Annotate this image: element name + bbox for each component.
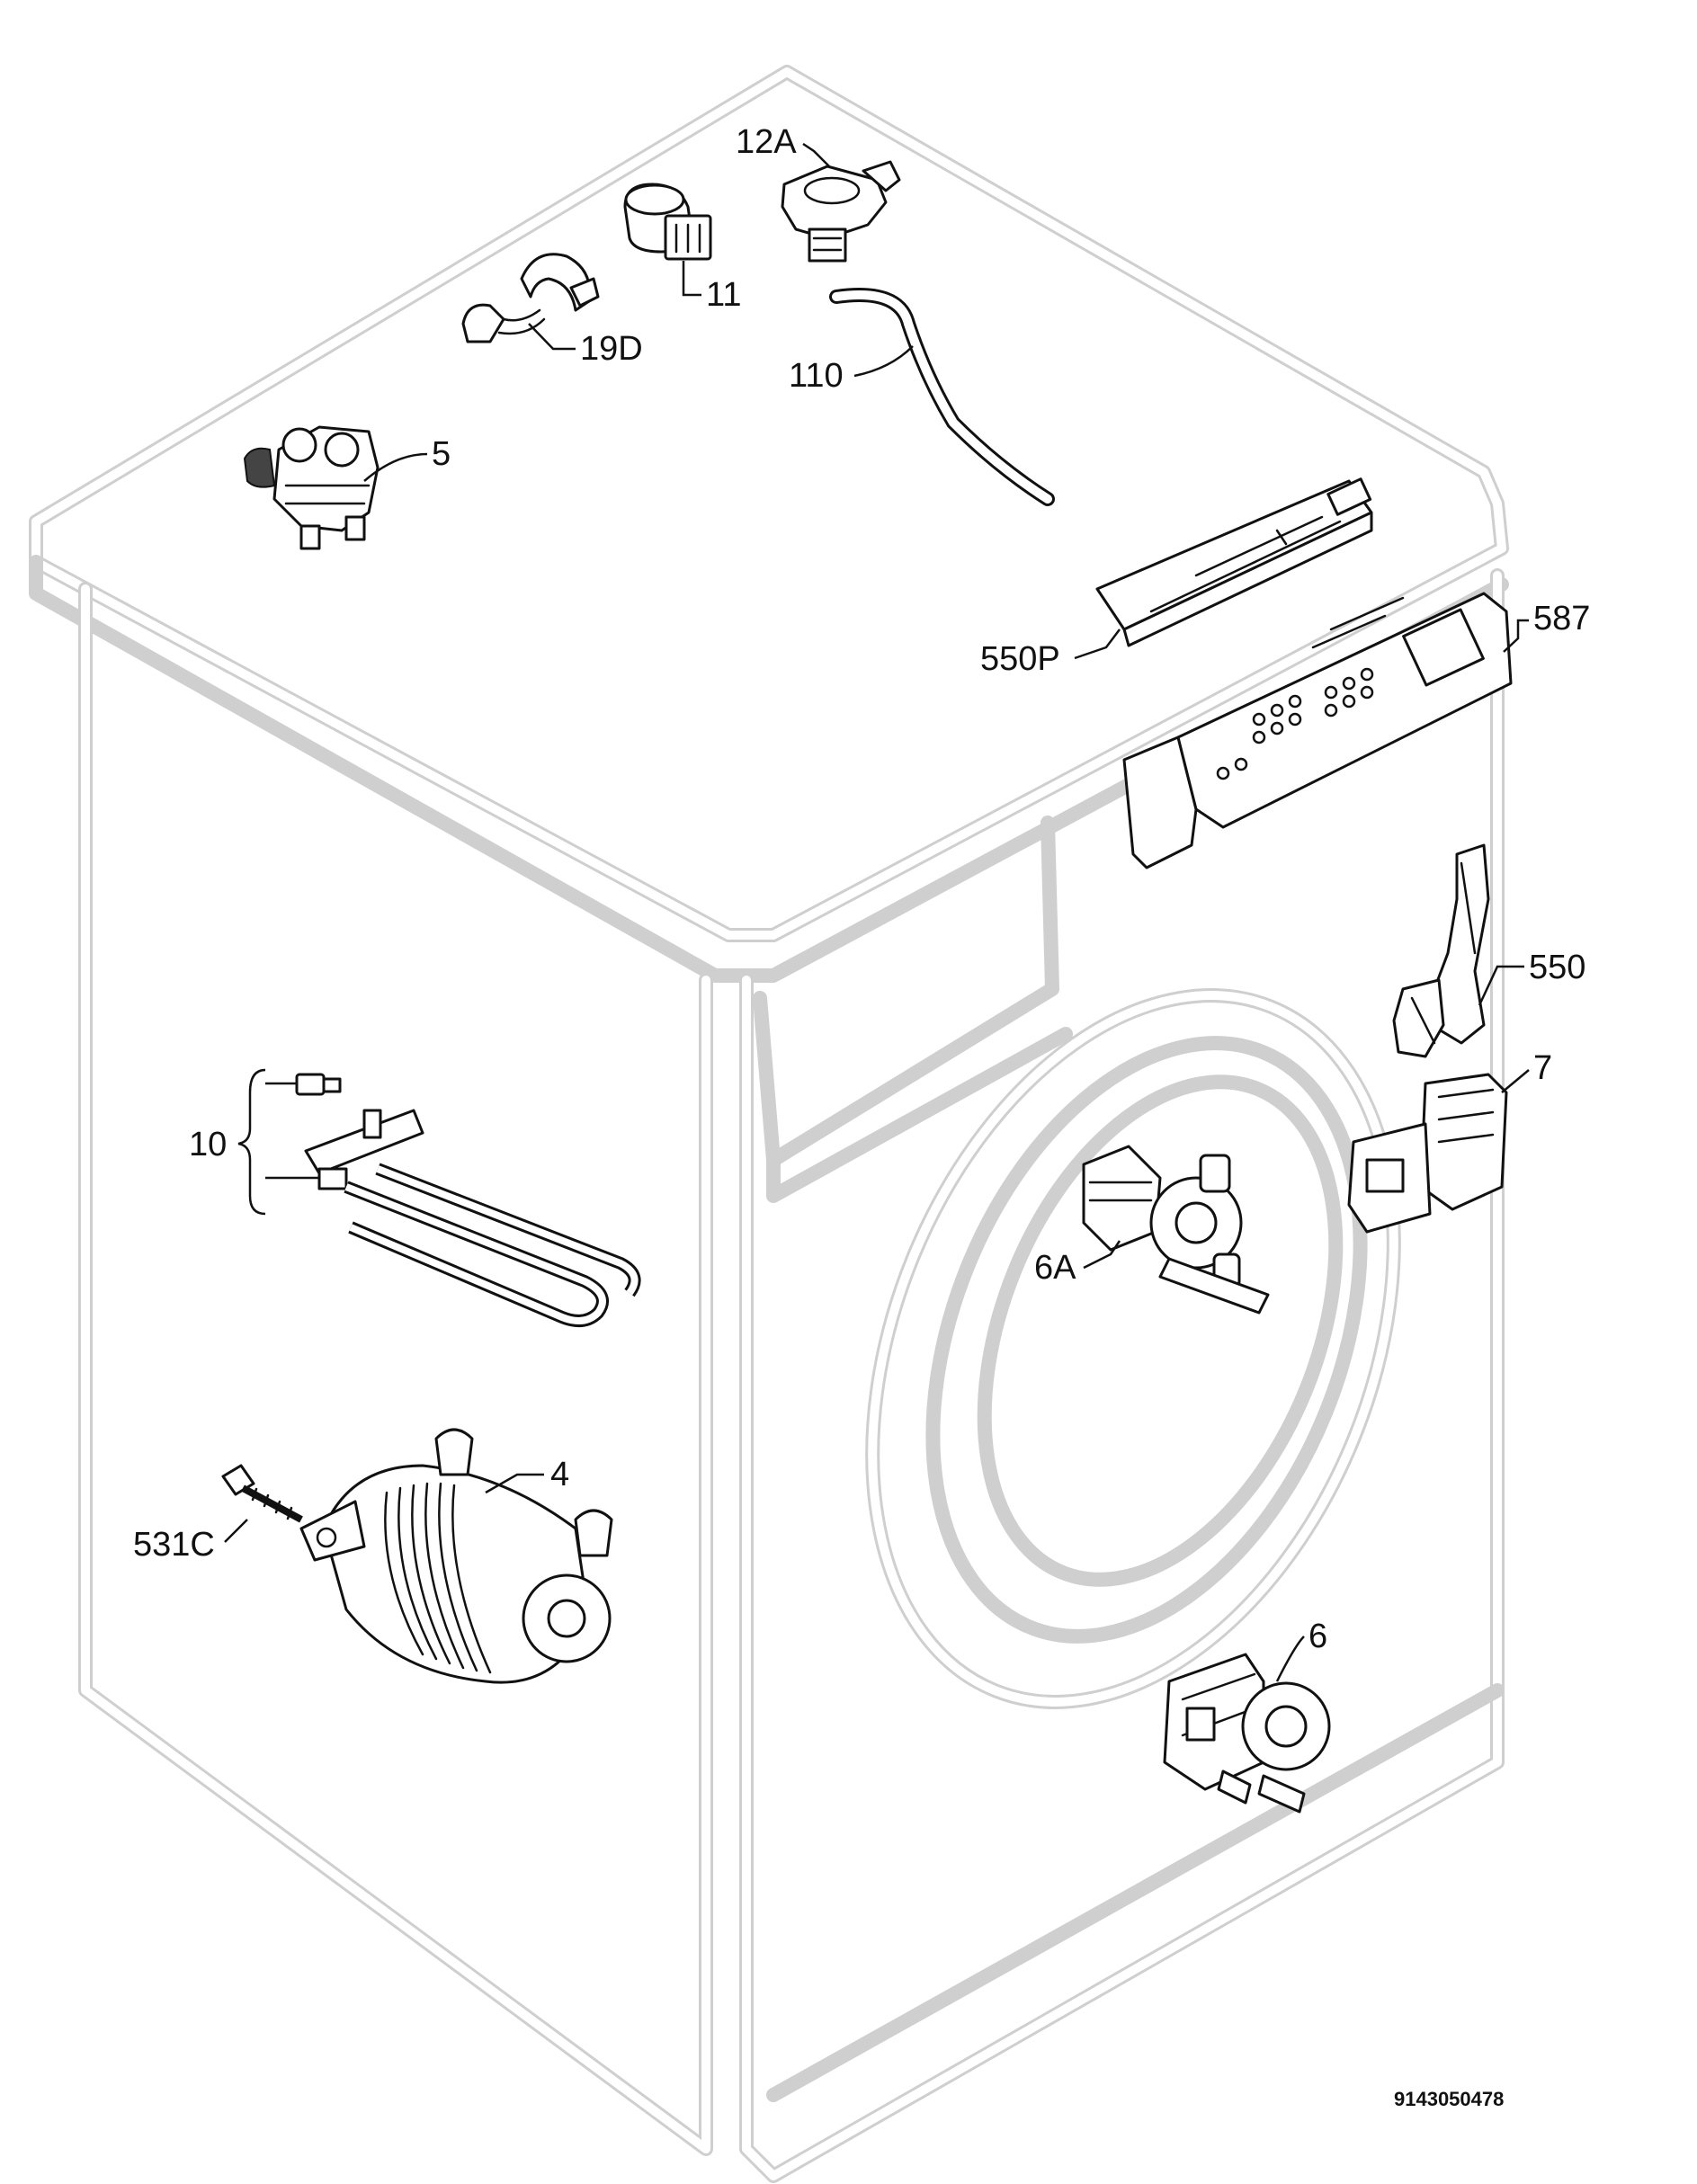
leader-11 [682, 261, 701, 297]
inlet-valve-part [243, 425, 380, 550]
pump-part [1163, 1653, 1331, 1814]
pressure-switch-part [781, 160, 901, 263]
dispenser-cover-part [1095, 477, 1373, 647]
drain-pump-part [1082, 1145, 1270, 1315]
leader-587 [1503, 619, 1529, 653]
callout-4: 4 [550, 1456, 569, 1493]
leader-550 [1478, 965, 1524, 1006]
callout-12A: 12A [736, 123, 797, 161]
callout-6A: 6A [1034, 1249, 1076, 1287]
leader-19D [528, 323, 576, 351]
door-lock-part [1347, 1073, 1508, 1234]
callout-19D: 19D [580, 330, 643, 368]
seal-grommet-part [461, 253, 600, 343]
leader-7 [1501, 1069, 1530, 1093]
callout-587: 587 [1533, 600, 1590, 637]
heating-element-part [295, 1073, 641, 1327]
leader-5 [363, 452, 428, 482]
callout-6: 6 [1308, 1618, 1327, 1655]
capacitor-part [623, 183, 712, 261]
callout-5: 5 [432, 435, 451, 473]
leader-531C [224, 1519, 248, 1543]
motor-part [299, 1428, 613, 1684]
screw-part [221, 1464, 303, 1523]
callout-10: 10 [189, 1126, 227, 1163]
leader-6A [1083, 1240, 1121, 1270]
washing-machine-cabinet [29, 65, 1509, 2183]
leader-10 [237, 1068, 266, 1216]
leader-6 [1275, 1636, 1305, 1682]
leader-550P [1074, 628, 1121, 660]
electronic-board-part [1122, 592, 1513, 869]
leader-110 [853, 345, 914, 378]
callout-labels: 12A 11 19D 110 5 550P 587 550 7 10 6A 4 … [133, 123, 1590, 1655]
document-number: 9143050478 [1394, 2088, 1504, 2110]
callout-11: 11 [706, 276, 741, 314]
hose-part [829, 288, 1055, 506]
callout-531C: 531C [133, 1526, 215, 1564]
callout-550P: 550P [980, 640, 1060, 678]
callout-110: 110 [789, 357, 844, 395]
leader-12A [802, 142, 830, 167]
door-handle-part [1392, 843, 1490, 1058]
callout-7: 7 [1533, 1049, 1552, 1087]
callout-550: 550 [1529, 949, 1585, 986]
leader-4 [485, 1473, 544, 1494]
leader-lines [224, 142, 1530, 1682]
